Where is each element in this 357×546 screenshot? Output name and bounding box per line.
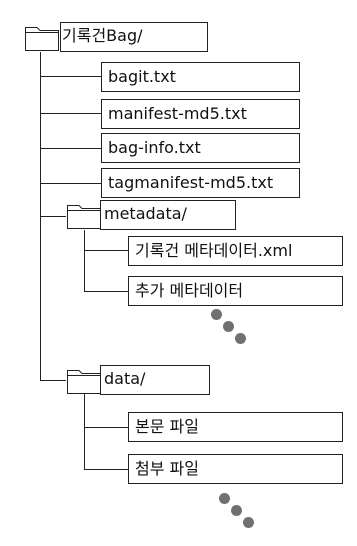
file-bag-info: bag-info.txt xyxy=(101,133,300,163)
file-label: 첨부 파일 xyxy=(135,459,199,478)
data-folder-label: data/ xyxy=(104,369,146,388)
ellipsis-dot xyxy=(231,505,242,516)
root-folder: 기록건Bag/ xyxy=(24,22,208,52)
ellipsis-dot xyxy=(219,493,230,504)
metadata-folder: metadata/ xyxy=(66,200,236,230)
file-additional-metadata: 추가 메타데이터 xyxy=(128,276,343,306)
file-record-metadata-xml: 기록건 메타데이터.xml xyxy=(128,236,343,266)
ellipsis-dot xyxy=(211,309,222,320)
ellipsis-dot xyxy=(223,321,234,332)
folder-icon xyxy=(25,27,59,51)
file-label: manifest-md5.txt xyxy=(108,104,247,123)
file-label: tagmanifest-md5.txt xyxy=(108,173,274,192)
file-label: bag-info.txt xyxy=(108,138,201,157)
file-bagit: bagit.txt xyxy=(101,62,300,92)
file-label: 기록건 메타데이터.xml xyxy=(135,241,293,260)
file-attachment: 첨부 파일 xyxy=(128,454,343,484)
file-tagmanifest: tagmanifest-md5.txt xyxy=(101,168,300,198)
file-body: 본문 파일 xyxy=(128,412,343,442)
more-items-ellipsis xyxy=(208,306,248,346)
root-folder-label: 기록건Bag/ xyxy=(62,26,143,45)
folder-icon xyxy=(67,370,101,394)
ellipsis-dot xyxy=(243,517,254,528)
data-folder: data/ xyxy=(66,365,210,395)
file-manifest: manifest-md5.txt xyxy=(101,99,300,129)
folder-icon xyxy=(67,205,101,229)
ellipsis-dot xyxy=(235,333,246,344)
file-label: 추가 메타데이터 xyxy=(135,281,244,300)
file-label: 본문 파일 xyxy=(135,417,199,436)
file-label: bagit.txt xyxy=(108,67,176,86)
more-items-ellipsis xyxy=(216,490,258,532)
metadata-folder-label: metadata/ xyxy=(104,204,187,223)
